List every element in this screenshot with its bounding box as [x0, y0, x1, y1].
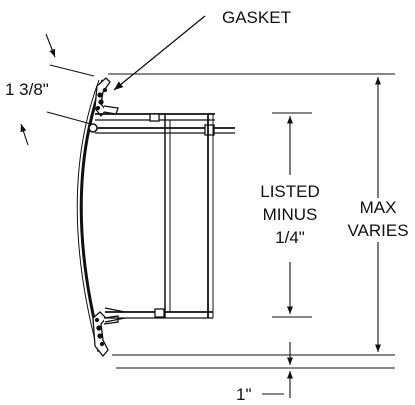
- top-gasket: [94, 77, 119, 118]
- gasket-label: GASKET: [222, 8, 291, 27]
- max-label-line2: VARIES: [347, 221, 408, 240]
- bottom-dimension-label: 1": [236, 385, 252, 404]
- listed-label-line3: 1/4": [275, 228, 305, 247]
- gap-dimension-lines: [20, 33, 95, 146]
- gasket-leader-arrow: [113, 15, 206, 91]
- max-label-line1: MAX: [360, 198, 397, 217]
- listed-dimension-lines: [272, 112, 312, 318]
- frame-assembly: [88, 113, 235, 323]
- curved-door-leaf: [76, 79, 105, 353]
- max-dimension-lines: [108, 73, 395, 356]
- bottom-dimension-lines: [116, 342, 395, 398]
- gap-dimension-label: 1 3/8": [5, 80, 49, 99]
- listed-label-line1: LISTED: [260, 182, 320, 201]
- listed-label-line2: MINUS: [263, 205, 318, 224]
